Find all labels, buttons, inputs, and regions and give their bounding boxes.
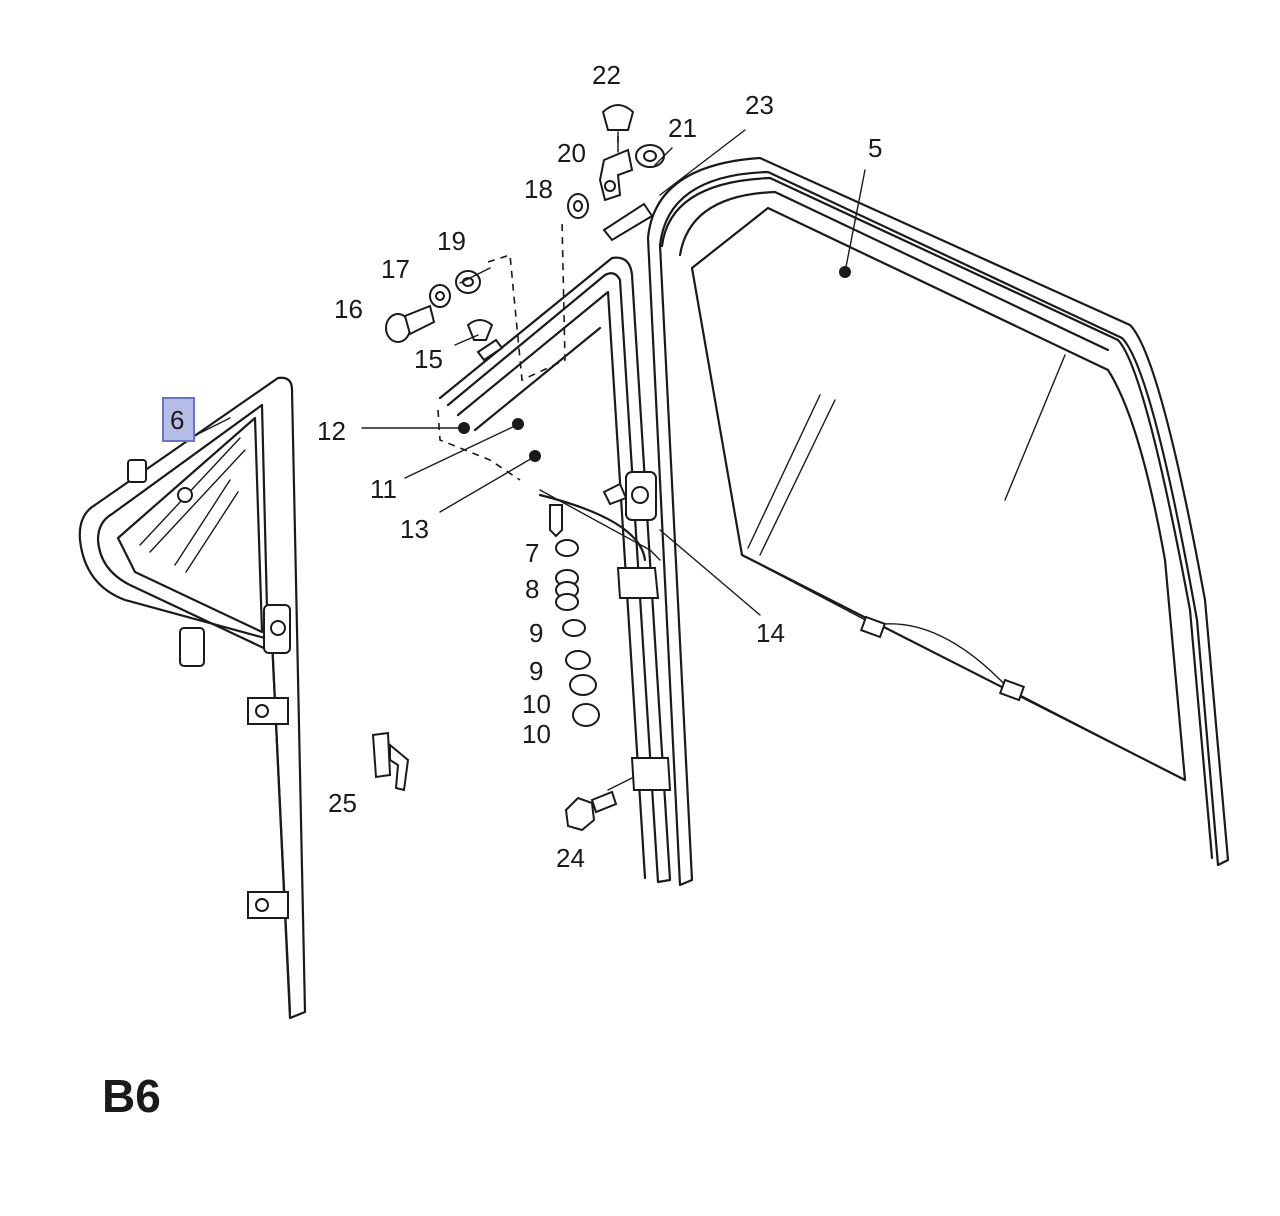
callout-18: 18 <box>524 174 553 204</box>
callout-labels: 22 21 23 20 5 18 19 17 16 15 12 11 13 7 … <box>162 60 882 873</box>
door-glass <box>690 206 1187 782</box>
callout-9a: 9 <box>529 618 543 648</box>
callout-9b: 9 <box>529 656 543 686</box>
callout-6: 6 <box>170 405 184 435</box>
callout-21: 21 <box>668 113 697 143</box>
division-bar-channel <box>438 256 672 884</box>
callout-20: 20 <box>557 138 586 168</box>
callout-10a: 10 <box>522 689 551 719</box>
sheet-code: B6 <box>102 1070 161 1122</box>
highlighted-part-box <box>162 397 195 442</box>
door-window-frame <box>646 156 1230 887</box>
callout-17: 17 <box>381 254 410 284</box>
callout-5: 5 <box>868 133 882 163</box>
callout-14: 14 <box>756 618 785 648</box>
callout-11: 11 <box>370 474 397 504</box>
callout-24: 24 <box>556 843 585 873</box>
vent-window-hardware <box>127 459 291 919</box>
fastener-parts <box>371 104 665 832</box>
leader-lines <box>185 129 866 791</box>
callout-22: 22 <box>592 60 621 90</box>
callout-7: 7 <box>525 538 539 568</box>
callout-8: 8 <box>525 574 539 604</box>
callout-13: 13 <box>400 514 429 544</box>
callout-19: 19 <box>437 226 466 256</box>
callout-10b: 10 <box>522 719 551 749</box>
callout-16: 16 <box>334 294 363 324</box>
callout-15: 15 <box>414 344 443 374</box>
callout-12: 12 <box>317 416 346 446</box>
callout-25: 25 <box>328 788 357 818</box>
callout-23: 23 <box>745 90 774 120</box>
vent-window-frame <box>78 376 307 1020</box>
